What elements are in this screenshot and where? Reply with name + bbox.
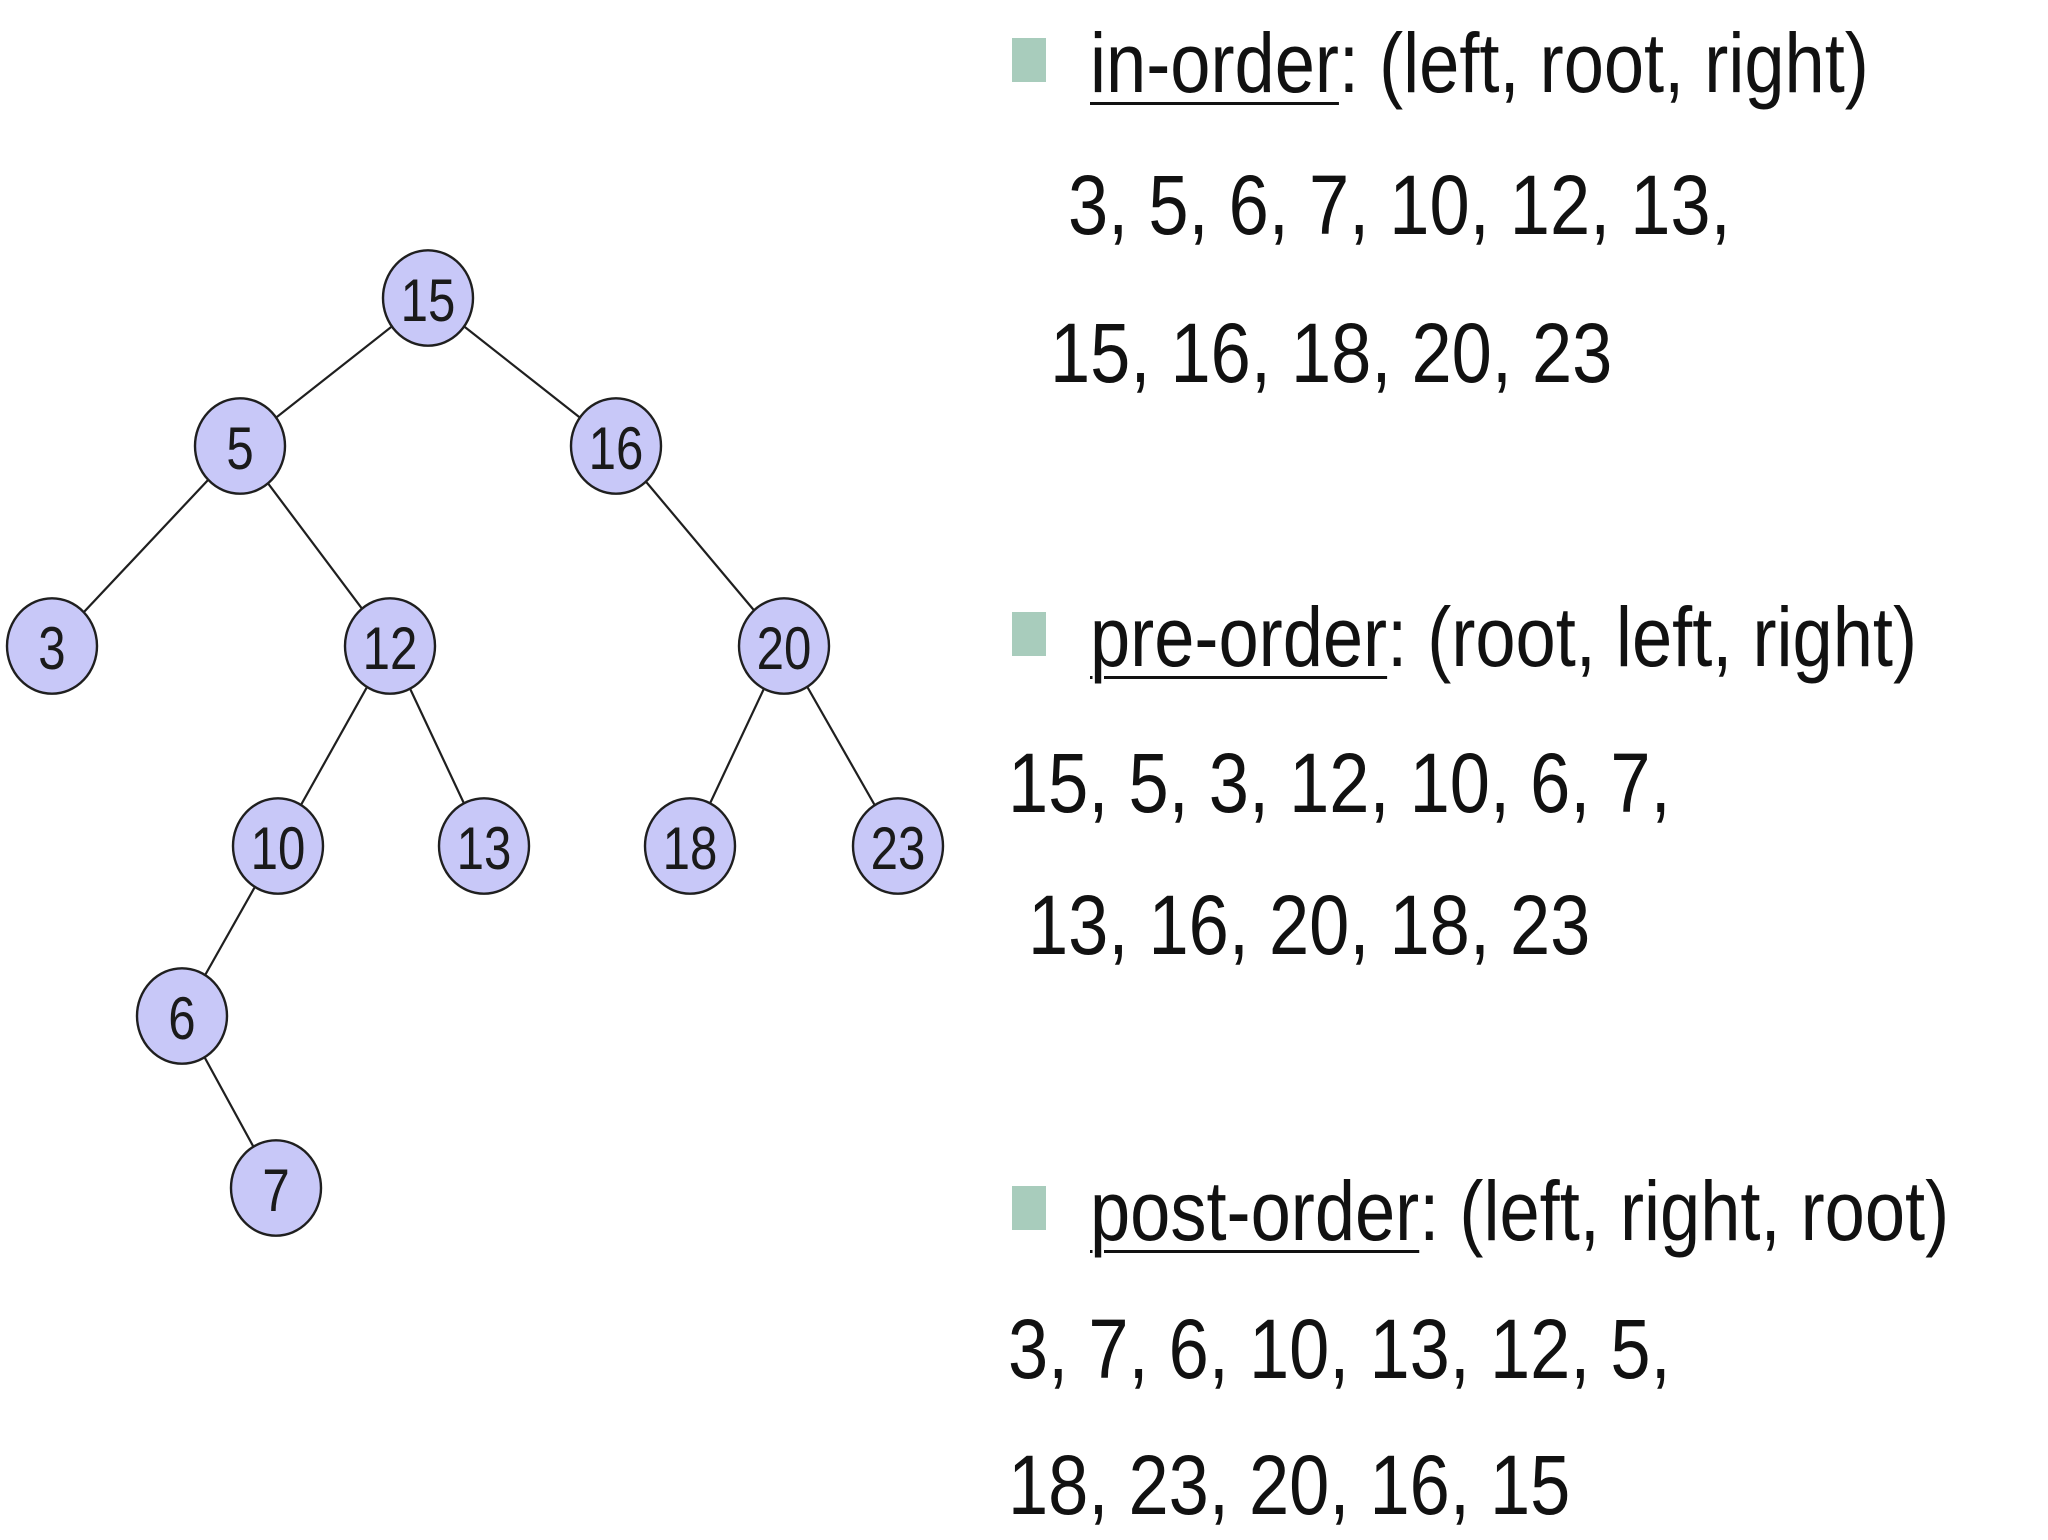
tree-node-15: 15 bbox=[381, 249, 475, 347]
tree-node-circle bbox=[643, 797, 737, 895]
tree-node-circle bbox=[135, 967, 229, 1065]
tree-node-label: 20 bbox=[757, 614, 812, 682]
tree-node-label: 7 bbox=[262, 1156, 289, 1224]
pre-order-sequence-line-1: 15, 5, 3, 12, 10, 6, 7, bbox=[1008, 736, 1671, 830]
tree-node-7: 7 bbox=[229, 1139, 323, 1237]
tree-node-label: 15 bbox=[401, 266, 456, 334]
tree-node-circle bbox=[193, 397, 287, 495]
tree-node-circle bbox=[343, 597, 437, 695]
tree-node-circle bbox=[851, 797, 945, 895]
tree-node-circle bbox=[737, 597, 831, 695]
tree-node-label: 13 bbox=[457, 814, 512, 882]
tree-node-circle bbox=[569, 397, 663, 495]
pre-order-bullet-icon bbox=[1012, 612, 1046, 656]
in-order-sequence-line-1: 3, 5, 6, 7, 10, 12, 13, bbox=[1068, 158, 1731, 252]
in-order-sequence-line-2: 15, 16, 18, 20, 23 bbox=[1050, 306, 1613, 400]
post-order-term: post-order bbox=[1090, 1164, 1420, 1258]
pre-order-sequence-line-2: 13, 16, 20, 18, 23 bbox=[1028, 878, 1591, 972]
tree-node-label: 16 bbox=[589, 414, 644, 482]
tree-node-5: 5 bbox=[193, 397, 287, 495]
tree-node-16: 16 bbox=[569, 397, 663, 495]
post-order-rule: : (left, right, root) bbox=[1419, 1164, 1950, 1258]
binary-search-tree-diagram: 15 5 16 3 12 20 10 13 18 23 6 7 bbox=[5, 249, 945, 1237]
in-order-rule: : (left, root, right) bbox=[1338, 16, 1869, 110]
tree-node-23: 23 bbox=[851, 797, 945, 895]
pre-order-heading: pre-order: (root, left, right) bbox=[1090, 582, 1917, 692]
tree-node-label: 5 bbox=[226, 414, 253, 482]
tree-nodes: 15 5 16 3 12 20 10 13 18 23 6 7 bbox=[5, 249, 945, 1237]
tree-node-circle bbox=[231, 797, 325, 895]
tree-node-6: 6 bbox=[135, 967, 229, 1065]
tree-node-label: 3 bbox=[38, 614, 65, 682]
in-order-bullet-icon bbox=[1012, 38, 1046, 82]
tree-node-circle bbox=[437, 797, 531, 895]
tree-node-circle bbox=[229, 1139, 323, 1237]
traversal-panel: in-order: (left, root, right) 3, 5, 6, 7… bbox=[1000, 0, 2048, 1536]
tree-node-13: 13 bbox=[437, 797, 531, 895]
in-order-term: in-order bbox=[1090, 16, 1339, 110]
tree-node-20: 20 bbox=[737, 597, 831, 695]
in-order-heading: in-order: (left, root, right) bbox=[1090, 8, 1869, 118]
tree-node-3: 3 bbox=[5, 597, 99, 695]
tree-node-circle bbox=[5, 597, 99, 695]
post-order-sequence-line-2: 18, 23, 20, 16, 15 bbox=[1008, 1438, 1571, 1532]
post-order-sequence-line-1: 3, 7, 6, 10, 13, 12, 5, bbox=[1008, 1302, 1671, 1396]
pre-order-rule: : (root, left, right) bbox=[1387, 590, 1918, 684]
tree-node-label: 12 bbox=[363, 614, 418, 682]
post-order-heading: post-order: (left, right, root) bbox=[1090, 1156, 1949, 1266]
tree-node-circle bbox=[381, 249, 475, 347]
tree-node-10: 10 bbox=[231, 797, 325, 895]
tree-node-12: 12 bbox=[343, 597, 437, 695]
pre-order-term: pre-order bbox=[1090, 590, 1388, 684]
tree-node-label: 18 bbox=[663, 814, 718, 882]
tree-node-label: 23 bbox=[871, 814, 926, 882]
tree-node-label: 10 bbox=[251, 814, 306, 882]
tree-node-label: 6 bbox=[168, 984, 195, 1052]
post-order-bullet-icon bbox=[1012, 1186, 1046, 1230]
tree-node-18: 18 bbox=[643, 797, 737, 895]
